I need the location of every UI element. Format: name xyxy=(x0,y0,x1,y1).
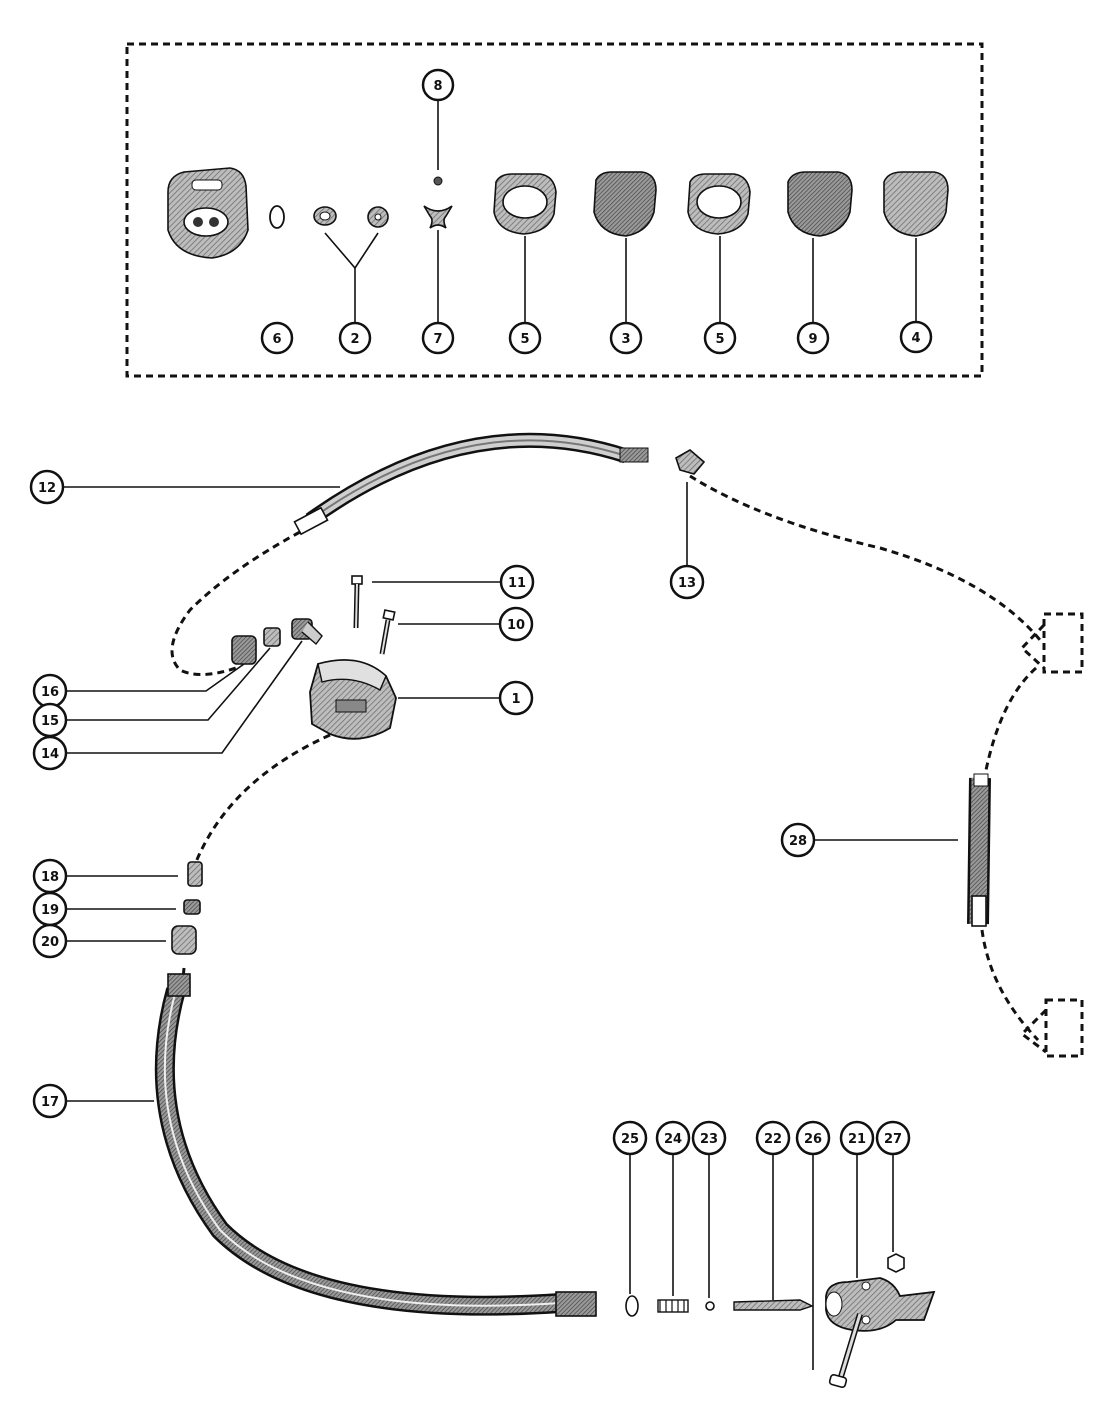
svg-text:3: 3 xyxy=(621,332,630,347)
svg-text:5: 5 xyxy=(520,332,529,347)
diaphragm-part xyxy=(593,171,657,237)
nut-15 xyxy=(263,627,281,647)
nut-16 xyxy=(231,635,257,665)
screw-11-part xyxy=(351,575,363,629)
svg-text:18: 18 xyxy=(41,870,59,885)
callout-2: 2 xyxy=(338,321,372,355)
pump-body-part xyxy=(167,167,249,259)
sleeve-20 xyxy=(171,925,197,955)
fitting-18 xyxy=(187,861,203,887)
svg-text:10: 10 xyxy=(507,618,525,633)
svg-text:2: 2 xyxy=(350,332,359,347)
svg-text:26: 26 xyxy=(804,1132,822,1147)
spring-24 xyxy=(657,1299,689,1313)
ball-23 xyxy=(705,1301,715,1311)
callout-27: 27 xyxy=(875,1120,911,1156)
svg-text:8: 8 xyxy=(433,79,442,94)
callout-10: 10 xyxy=(498,606,534,642)
callout-6: 6 xyxy=(260,321,294,355)
check-valve-part xyxy=(313,206,337,226)
fuel-hose-28 xyxy=(967,773,991,927)
valve-body-21 xyxy=(825,1277,936,1332)
svg-text:23: 23 xyxy=(700,1132,718,1147)
svg-text:25: 25 xyxy=(621,1132,639,1147)
callout-7: 7 xyxy=(421,321,455,355)
callout-24: 24 xyxy=(655,1120,691,1156)
svg-text:16: 16 xyxy=(41,685,59,700)
fuel-pump-assembly xyxy=(309,659,397,740)
fuel-hose-short xyxy=(293,432,649,536)
callout-28: 28 xyxy=(780,822,816,858)
callout-16: 16 xyxy=(32,673,68,709)
callout-1: 1 xyxy=(498,680,534,716)
callout-12: 12 xyxy=(29,469,65,505)
svg-text:7: 7 xyxy=(433,332,442,347)
callout-17: 17 xyxy=(32,1083,68,1119)
callout-5a: 5 xyxy=(508,321,542,355)
fuel-hose-long xyxy=(154,973,597,1317)
svg-text:5: 5 xyxy=(715,332,724,347)
callout-18: 18 xyxy=(32,858,68,894)
callout-8: 8 xyxy=(421,68,455,102)
callout-5b: 5 xyxy=(703,321,737,355)
callout-3: 3 xyxy=(609,321,643,355)
nut-19 xyxy=(183,899,201,915)
svg-text:21: 21 xyxy=(848,1132,866,1147)
pump-cover-part xyxy=(883,171,949,237)
seal-25 xyxy=(625,1295,639,1317)
callout-25: 25 xyxy=(612,1120,648,1156)
callout-13: 13 xyxy=(669,564,705,600)
callout-14: 14 xyxy=(32,735,68,771)
svg-text:9: 9 xyxy=(808,332,817,347)
svg-text:27: 27 xyxy=(884,1132,902,1147)
svg-text:20: 20 xyxy=(41,935,59,950)
diaphragm-spring-part xyxy=(423,205,453,229)
screw-part xyxy=(433,176,443,186)
check-valve-part-b xyxy=(367,206,389,228)
callout-22: 22 xyxy=(755,1120,791,1156)
svg-text:22: 22 xyxy=(764,1132,782,1147)
callout-26: 26 xyxy=(795,1120,831,1156)
svg-text:1: 1 xyxy=(511,692,520,707)
nut-27 xyxy=(887,1253,905,1273)
diaphragm-cover-part xyxy=(787,171,853,237)
svg-text:15: 15 xyxy=(41,714,59,729)
svg-text:11: 11 xyxy=(508,576,526,591)
connector-block-upper xyxy=(1019,612,1084,674)
elbow-fitting-14 xyxy=(291,618,323,646)
svg-text:12: 12 xyxy=(38,481,56,496)
callout-20: 20 xyxy=(32,923,68,959)
svg-text:14: 14 xyxy=(41,747,59,762)
needle-22 xyxy=(733,1299,814,1311)
callout-9: 9 xyxy=(796,321,830,355)
callout-23: 23 xyxy=(691,1120,727,1156)
svg-text:4: 4 xyxy=(911,331,920,346)
repair-kit-border xyxy=(125,42,984,378)
o-ring-part xyxy=(269,205,285,229)
screw-26 xyxy=(828,1313,863,1389)
svg-text:17: 17 xyxy=(41,1095,59,1110)
svg-text:19: 19 xyxy=(41,903,59,918)
svg-text:24: 24 xyxy=(664,1132,682,1147)
callout-11: 11 xyxy=(499,564,535,600)
callout-19: 19 xyxy=(32,891,68,927)
callout-4: 4 xyxy=(899,320,933,354)
screw-10-part xyxy=(379,609,396,655)
svg-text:6: 6 xyxy=(272,332,281,347)
callout-15: 15 xyxy=(32,702,68,738)
svg-text:28: 28 xyxy=(789,834,807,849)
svg-text:13: 13 xyxy=(678,576,696,591)
fitting-13-part xyxy=(675,449,706,475)
callout-21: 21 xyxy=(839,1120,875,1156)
connector-block-lower xyxy=(1019,998,1084,1058)
